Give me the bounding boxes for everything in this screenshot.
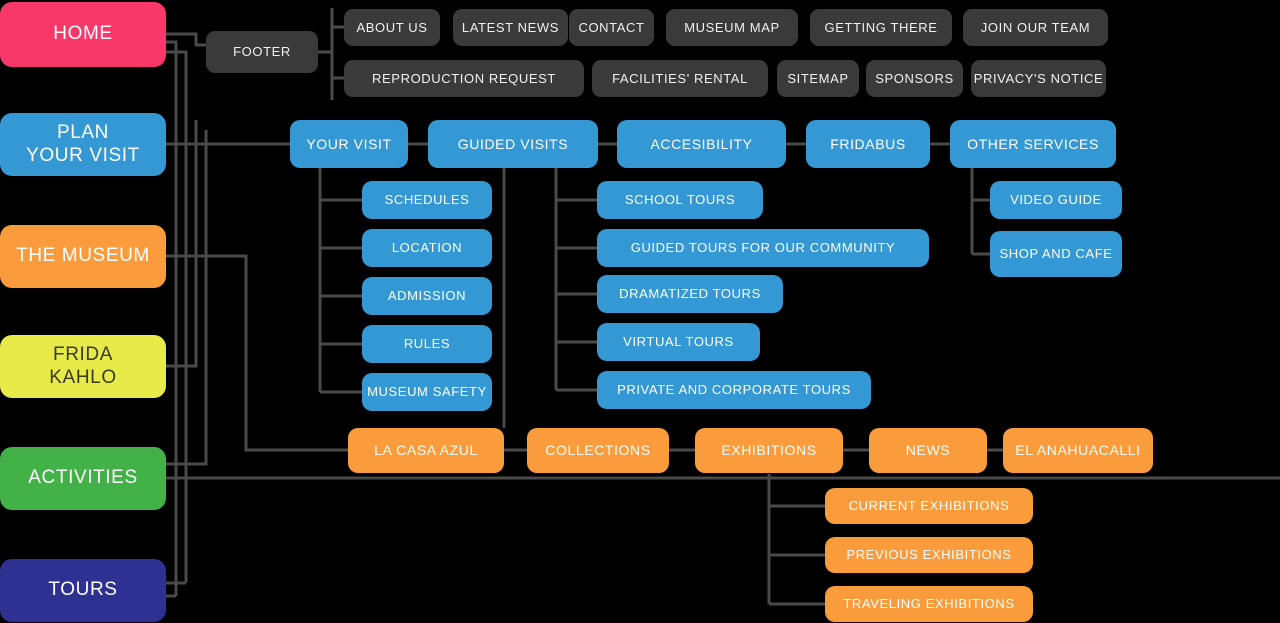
node-exhibitions[interactable]: EXHIBITIONS (695, 428, 843, 473)
node-rules[interactable]: RULES (362, 325, 492, 363)
node-activities[interactable]: ACTIVITIES (0, 447, 166, 510)
node-previous-exhibitions[interactable]: PREVIOUS EXHIBITIONS (825, 537, 1033, 573)
node-location[interactable]: LOCATION (362, 229, 492, 267)
node-the-museum[interactable]: THE MUSEUM (0, 225, 166, 288)
node-other-services[interactable]: OTHER SERVICES (950, 120, 1116, 168)
footer-link-privacys-notice[interactable]: PRIVACY'S NOTICE (971, 60, 1106, 97)
node-your-visit[interactable]: YOUR VISIT (290, 120, 408, 168)
footer-link-join-our-team[interactable]: JOIN OUR TEAM (963, 9, 1108, 46)
node-plan-your-visit[interactable]: PLAN YOUR VISIT (0, 113, 166, 176)
node-home[interactable]: HOME (0, 2, 166, 67)
footer-link-sitemap[interactable]: SITEMAP (777, 60, 859, 97)
footer-link-about-us[interactable]: ABOUT US (344, 9, 440, 46)
node-frida-kahlo[interactable]: FRIDA KAHLO (0, 335, 166, 398)
footer-link-reproduction-request[interactable]: REPRODUCTION REQUEST (344, 60, 584, 97)
footer-link-latest-news[interactable]: LATEST NEWS (453, 9, 568, 46)
footer-link-getting-there[interactable]: GETTING THERE (810, 9, 952, 46)
node-traveling-exhibitions[interactable]: TRAVELING EXHIBITIONS (825, 586, 1033, 622)
footer-link-facilities-rental[interactable]: FACILITIES' RENTAL (592, 60, 768, 97)
node-news[interactable]: NEWS (869, 428, 987, 473)
node-virtual-tours[interactable]: VIRTUAL TOURS (597, 323, 760, 361)
footer-link-sponsors[interactable]: SPONSORS (866, 60, 963, 97)
node-admission[interactable]: ADMISSION (362, 277, 492, 315)
node-el-anahuacalli[interactable]: EL ANAHUACALLI (1003, 428, 1153, 473)
node-la-casa-azul[interactable]: LA CASA AZUL (348, 428, 504, 473)
node-shop-and-cafe[interactable]: SHOP AND CAFE (990, 231, 1122, 277)
node-video-guide[interactable]: VIDEO GUIDE (990, 181, 1122, 219)
node-dramatized-tours[interactable]: DRAMATIZED TOURS (597, 275, 783, 313)
node-guided-tours-for-our-community[interactable]: GUIDED TOURS FOR OUR COMMUNITY (597, 229, 929, 267)
node-tours[interactable]: TOURS (0, 559, 166, 622)
node-guided-visits[interactable]: GUIDED VISITS (428, 120, 598, 168)
node-footer[interactable]: FOOTER (206, 31, 318, 73)
node-museum-safety[interactable]: MUSEUM SAFETY (362, 373, 492, 411)
node-schedules[interactable]: SCHEDULES (362, 181, 492, 219)
node-accesibility[interactable]: ACCESIBILITY (617, 120, 786, 168)
node-fridabus[interactable]: FRIDABUS (806, 120, 930, 168)
node-current-exhibitions[interactable]: CURRENT EXHIBITIONS (825, 488, 1033, 524)
footer-link-museum-map[interactable]: MUSEUM MAP (666, 9, 798, 46)
node-collections[interactable]: COLLECTIONS (527, 428, 669, 473)
node-private-and-corporate-tours[interactable]: PRIVATE AND CORPORATE TOURS (597, 371, 871, 409)
footer-link-contact[interactable]: CONTACT (569, 9, 654, 46)
node-school-tours[interactable]: SCHOOL TOURS (597, 181, 763, 219)
